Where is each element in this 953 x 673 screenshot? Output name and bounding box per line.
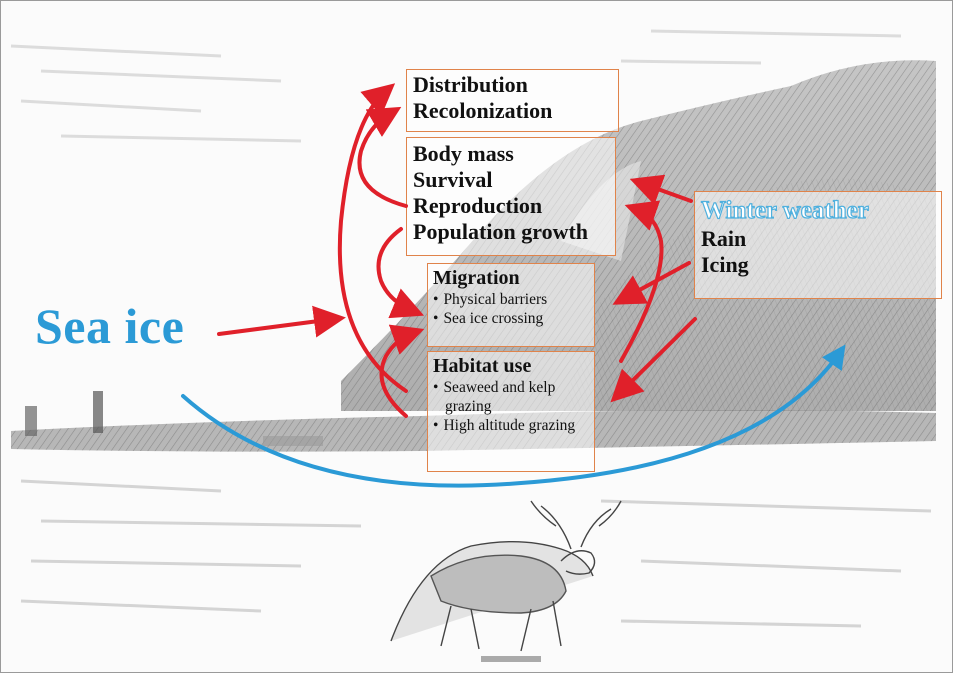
distribution-box: Distribution Recolonization <box>406 69 619 132</box>
demography-box: Body mass Survival Reproduction Populati… <box>406 137 616 256</box>
migration-title: Migration <box>433 266 589 290</box>
winter-weather-title: Winter weather <box>701 196 935 226</box>
population-growth-label: Population growth <box>413 219 609 245</box>
sea-ice-label: Sea ice <box>35 297 184 355</box>
habitat-use-title: Habitat use <box>433 354 589 378</box>
distribution-label: Distribution <box>413 72 612 98</box>
survival-label: Survival <box>413 167 609 193</box>
bullet-seaweed-grazing: Seaweed and kelp grazing <box>433 378 589 416</box>
bullet-high-altitude-grazing: High altitude grazing <box>433 416 589 435</box>
recolonization-label: Recolonization <box>413 98 612 124</box>
winter-weather-box: Winter weather Rain Icing <box>694 191 942 299</box>
bullet-physical-barriers: Physical barriers <box>433 290 589 309</box>
habitat-use-box: Habitat use Seaweed and kelp grazing Hig… <box>427 351 595 472</box>
icing-label: Icing <box>701 252 935 278</box>
rain-label: Rain <box>701 226 935 252</box>
migration-box: Migration Physical barriers Sea ice cros… <box>427 263 595 347</box>
reindeer-sketch <box>391 501 621 662</box>
body-mass-label: Body mass <box>413 141 609 167</box>
reproduction-label: Reproduction <box>413 193 609 219</box>
bullet-sea-ice-crossing: Sea ice crossing <box>433 309 589 328</box>
